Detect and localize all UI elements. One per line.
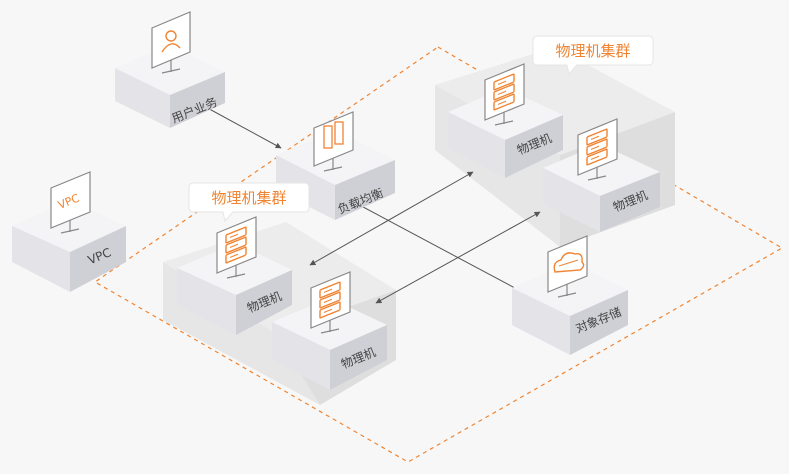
node-user-business[interactable]: 用户业务 xyxy=(115,11,225,128)
cluster-left-machine-2[interactable]: 物理机 xyxy=(272,271,387,390)
monitor xyxy=(547,235,588,298)
monitor xyxy=(577,118,618,181)
cluster-right-machine-2[interactable]: 物理机 xyxy=(543,118,660,232)
user-icon xyxy=(161,30,181,53)
cluster-tag-label: 物理机集群 xyxy=(555,42,630,60)
cluster-left-tag: 物理机集群 xyxy=(188,182,310,223)
monitor xyxy=(310,271,351,334)
cluster-left-machine-1[interactable]: 物理机 xyxy=(177,216,292,335)
cluster-tag-label: 物理机集群 xyxy=(211,189,286,207)
cluster-right-machine-1[interactable]: 物理机 xyxy=(448,63,563,178)
monitor xyxy=(151,11,191,74)
monitor: VPC xyxy=(50,171,91,234)
link-user-to-lb xyxy=(201,104,282,149)
cloud-storage-icon xyxy=(553,252,585,273)
server-rack-icon xyxy=(323,121,344,149)
monitor xyxy=(484,63,525,126)
monitor xyxy=(216,216,257,279)
monitor xyxy=(313,111,354,172)
node-vpc[interactable]: VPC VPC xyxy=(12,171,126,292)
link-right-cluster-to-left-b xyxy=(375,211,541,304)
node-object-storage[interactable]: 对象存储 xyxy=(512,235,628,355)
cluster-right-tag: 物理机集群 xyxy=(532,35,654,76)
